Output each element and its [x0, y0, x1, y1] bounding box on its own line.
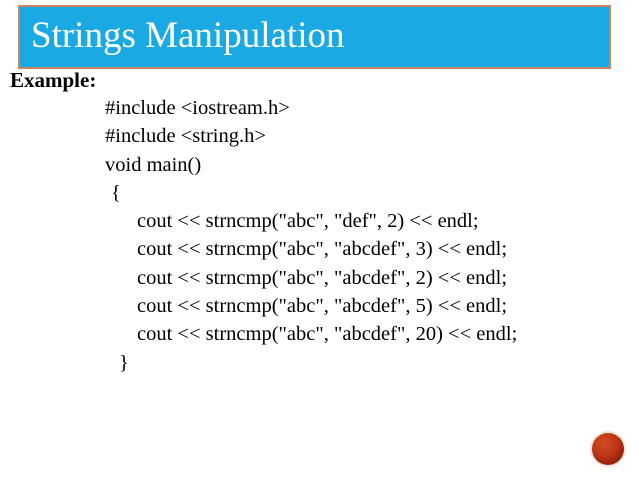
- code-block: #include <iostream.h> #include <string.h…: [0, 94, 638, 377]
- code-line-cout-2: cout << strncmp("abc", "abcdef", 3) << e…: [137, 238, 508, 261]
- code-line-include-string: #include <string.h>: [105, 125, 266, 148]
- code-line-cout-1: cout << strncmp("abc", "def", 2) << endl…: [137, 210, 479, 233]
- slide-title: Strings Manipulation: [31, 15, 345, 56]
- code-line-open-brace: {: [111, 181, 121, 204]
- title-bar: Strings Manipulation: [18, 5, 611, 69]
- example-label: Example:: [10, 68, 97, 92]
- code-line-include-iostream: #include <iostream.h>: [105, 97, 290, 119]
- code-line-cout-4: cout << strncmp("abc", "abcdef", 5) << e…: [137, 295, 508, 318]
- code-line-cout-5: cout << strncmp("abc", "abcdef", 20) << …: [137, 323, 518, 346]
- code-line-void-main: void main(): [105, 153, 202, 176]
- code-line-close-brace: }: [119, 351, 129, 374]
- red-circle-logo-icon: [592, 433, 624, 465]
- code-line-cout-3: cout << strncmp("abc", "abcdef", 2) << e…: [137, 266, 508, 289]
